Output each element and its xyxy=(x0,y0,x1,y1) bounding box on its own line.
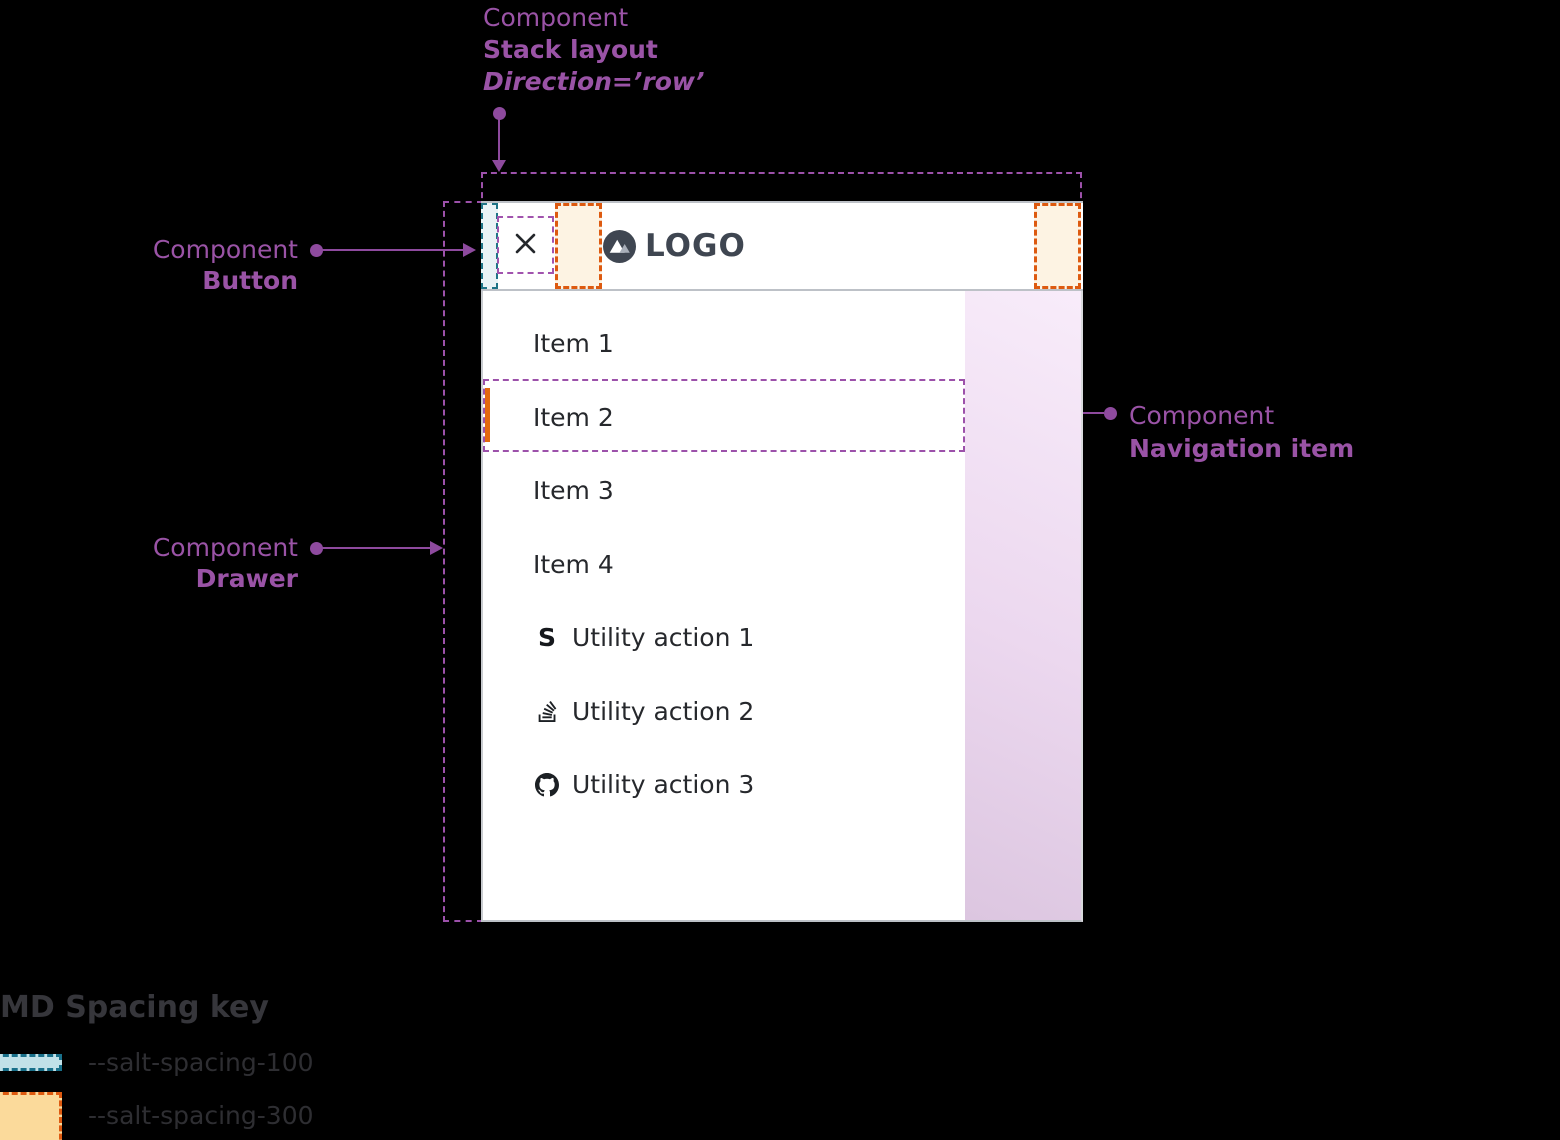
annotation-title: Button xyxy=(202,266,298,295)
stack-layout-arrow-dot xyxy=(492,106,506,120)
nav-item-1[interactable]: Item 1 xyxy=(483,307,965,381)
logo-mountain-icon xyxy=(603,229,636,263)
drawer-panel: Item 1 Item 2 Item 3 Item 4 S Utility ac… xyxy=(481,291,965,920)
button-arrowhead-icon xyxy=(463,243,476,257)
annotation-stack-layout: Component Stack layout Direction=’row’ xyxy=(483,2,704,98)
annotation-eyebrow: Component xyxy=(483,3,629,32)
annotation-eyebrow: Component xyxy=(152,235,298,264)
spacing-100-label: --salt-spacing-100 xyxy=(88,1048,314,1077)
utility-action-1[interactable]: S Utility action 1 xyxy=(483,601,965,675)
close-icon xyxy=(512,230,539,260)
spacing-key-title: MD Spacing key xyxy=(0,990,269,1025)
navigation-item-outline xyxy=(483,379,965,452)
spacing-300-strip-left xyxy=(555,203,602,289)
nav-list: Item 1 Item 2 Item 3 Item 4 S Utility ac… xyxy=(483,307,965,822)
nav-item-label: Item 1 xyxy=(533,329,614,359)
drawer-body-wrap: Item 1 Item 2 Item 3 Item 4 S Utility ac… xyxy=(481,291,1083,922)
button-outline xyxy=(497,216,554,274)
drawer-outline xyxy=(443,201,483,922)
spacing-100-strip xyxy=(481,203,498,289)
utility-action-label: Utility action 1 xyxy=(572,623,755,653)
logo-text: LOGO xyxy=(645,228,746,264)
annotation-navigation-item: Component Navigation item xyxy=(1129,399,1354,465)
spacing-100-swatch xyxy=(0,1054,62,1071)
symphony-icon: S xyxy=(537,622,556,652)
spacing-300-swatch xyxy=(0,1092,62,1140)
nav-item-label: Item 4 xyxy=(533,549,614,579)
drawer-arrowhead-icon xyxy=(430,541,443,555)
annotation-eyebrow: Component xyxy=(152,533,298,562)
annotation-title: Stack layout xyxy=(483,35,658,64)
stack-overflow-icon xyxy=(535,700,559,722)
spacing-300-strip-right xyxy=(1034,203,1081,289)
nav-item-2-selected[interactable]: Item 2 xyxy=(483,381,965,455)
app-header: LOGO xyxy=(481,201,1083,291)
drawer-arrow-dot xyxy=(309,541,323,555)
navigation-item-arrow-dot xyxy=(1103,406,1117,420)
stack-layout-arrowhead-icon xyxy=(492,160,506,172)
github-icon xyxy=(535,772,559,797)
nav-item-label: Item 2 xyxy=(533,402,614,432)
close-drawer-button[interactable] xyxy=(512,230,539,260)
annotation-eyebrow: Component xyxy=(1129,401,1275,430)
annotation-button: Component Button xyxy=(153,234,298,296)
nav-item-3[interactable]: Item 3 xyxy=(483,454,965,528)
spacing-300-label: --salt-spacing-300 xyxy=(88,1101,314,1130)
annotation-title: Navigation item xyxy=(1129,434,1355,463)
drawer-arrow-line xyxy=(320,547,430,549)
annotation-drawer: Component Drawer xyxy=(153,532,298,594)
button-arrow-dot xyxy=(309,243,323,257)
annotation-title: Drawer xyxy=(195,564,298,593)
app-backdrop xyxy=(965,291,1081,920)
utility-action-label: Utility action 3 xyxy=(572,770,755,800)
button-arrow-line xyxy=(320,249,463,251)
logo: LOGO xyxy=(603,203,746,289)
nav-item-label: Item 3 xyxy=(533,476,614,506)
utility-action-3[interactable]: Utility action 3 xyxy=(483,748,965,822)
annotation-subtitle: Direction=’row’ xyxy=(483,67,705,96)
nav-item-4[interactable]: Item 4 xyxy=(483,528,965,602)
utility-action-2[interactable]: Utility action 2 xyxy=(483,675,965,749)
selected-item-indicator xyxy=(485,388,490,442)
utility-action-label: Utility action 2 xyxy=(572,696,755,726)
stack-layout-arrow-line xyxy=(498,118,500,162)
